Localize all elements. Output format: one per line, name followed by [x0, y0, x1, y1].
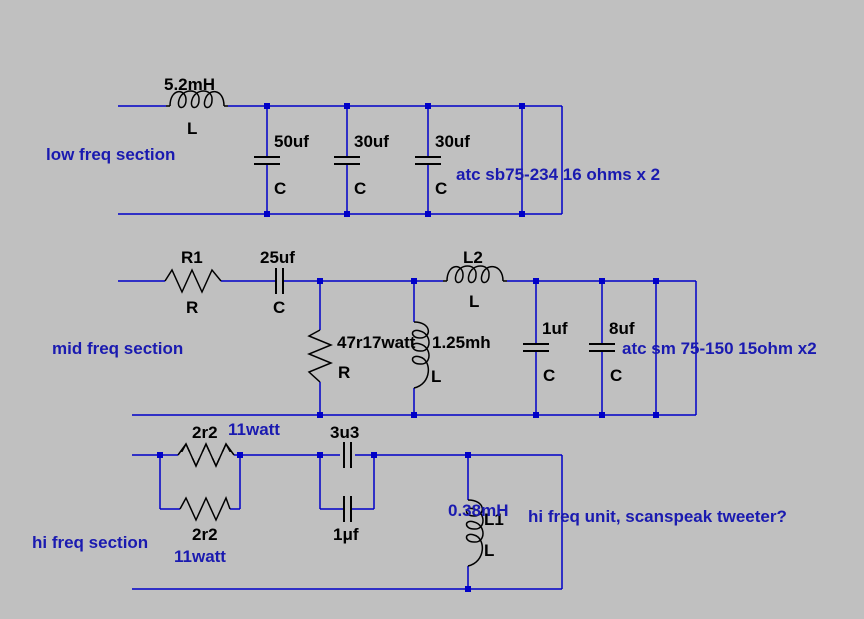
junction-dot [317, 452, 323, 458]
mid-freq-section: R1 R 25uf C L2 L 47r17watt R 1.25mh L 1u… [52, 248, 817, 418]
load-label: atc sm 75-150 15ohm x2 [622, 339, 817, 358]
inductor-value: 1.25mh [432, 333, 491, 352]
capacitor-value: 50uf [274, 132, 309, 151]
inductor-value: 0.38mH [448, 501, 508, 520]
junction-dot [653, 412, 659, 418]
resistor-name: R1 [181, 248, 203, 267]
capacitor [415, 156, 441, 165]
section-title: mid freq section [52, 339, 183, 358]
capacitor-value: 25uf [260, 248, 295, 267]
junction-dot [519, 103, 525, 109]
inductor [443, 265, 507, 284]
inductor [411, 321, 430, 389]
inductor-name: L1 [484, 510, 504, 529]
resistor [179, 496, 231, 522]
resistor-value: 2r2 [192, 423, 218, 442]
capacitor-value: 8uf [609, 319, 635, 338]
resistor [177, 442, 235, 468]
capacitor [334, 156, 360, 165]
load-label: hi freq unit, scanspeak tweeter? [528, 507, 787, 526]
resistor-power: 11watt [174, 547, 226, 566]
resistor-value: 2r2 [192, 525, 218, 544]
junction-dot [425, 211, 431, 217]
inductor-type: L [484, 541, 494, 560]
junction-dot [465, 586, 471, 592]
inductor-type: L [469, 292, 479, 311]
capacitor [343, 442, 352, 468]
capacitor-type: C [274, 179, 286, 198]
junction-dot [237, 452, 243, 458]
inductor [166, 90, 228, 109]
wire-gap [340, 452, 355, 458]
junction-dot [519, 211, 525, 217]
junction-dot [344, 103, 350, 109]
inductor-type: L [431, 367, 441, 386]
inductor [465, 499, 484, 567]
capacitor-value: 1uf [542, 319, 568, 338]
resistor [307, 329, 333, 383]
capacitor [523, 343, 549, 352]
capacitor-type: C [273, 298, 285, 317]
wire-gap [178, 452, 234, 458]
hi-freq-section: 2r2 11watt 2r2 11watt 3u3 1μf L1 0.38mH … [32, 420, 787, 592]
capacitor-type: C [610, 366, 622, 385]
junction-dot [533, 278, 539, 284]
capacitor-type: C [543, 366, 555, 385]
inductor-name: L2 [463, 248, 483, 267]
inductor-value: 5.2mH [164, 75, 215, 94]
capacitor [254, 156, 280, 165]
junction-dot [465, 452, 471, 458]
junction-dot [317, 278, 323, 284]
capacitor-value: 30uf [435, 132, 470, 151]
resistor-value: 47r17watt [337, 333, 416, 352]
capacitor-value: 30uf [354, 132, 389, 151]
junction-dot [599, 278, 605, 284]
junction-dot [157, 452, 163, 458]
inductor-type: L [187, 119, 197, 138]
junction-dot [344, 211, 350, 217]
junction-dot [533, 412, 539, 418]
resistor-type: R [338, 363, 350, 382]
resistor-power: 11watt [228, 420, 280, 439]
section-title: low freq section [46, 145, 175, 164]
junction-dot [411, 278, 417, 284]
junction-dot [653, 278, 659, 284]
capacitor [589, 343, 615, 352]
junction-dot [411, 412, 417, 418]
junction-dot [317, 412, 323, 418]
junction-dot [599, 412, 605, 418]
junction-dot [264, 211, 270, 217]
capacitor-value: 3u3 [330, 423, 359, 442]
capacitor [275, 268, 284, 294]
resistor [164, 268, 222, 294]
low-freq-section: 5.2mH L 50uf C 30uf C 30uf C low freq se… [46, 75, 660, 217]
junction-dot [264, 103, 270, 109]
capacitor-type: C [435, 179, 447, 198]
section-title: hi freq section [32, 533, 148, 552]
junction-dot [371, 452, 377, 458]
load-label: atc sb75-234 16 ohms x 2 [456, 165, 660, 184]
capacitor-type: C [354, 179, 366, 198]
junction-dot [425, 103, 431, 109]
resistor-type: R [186, 298, 198, 317]
capacitor-value: 1μf [333, 525, 359, 544]
capacitor [343, 496, 352, 522]
